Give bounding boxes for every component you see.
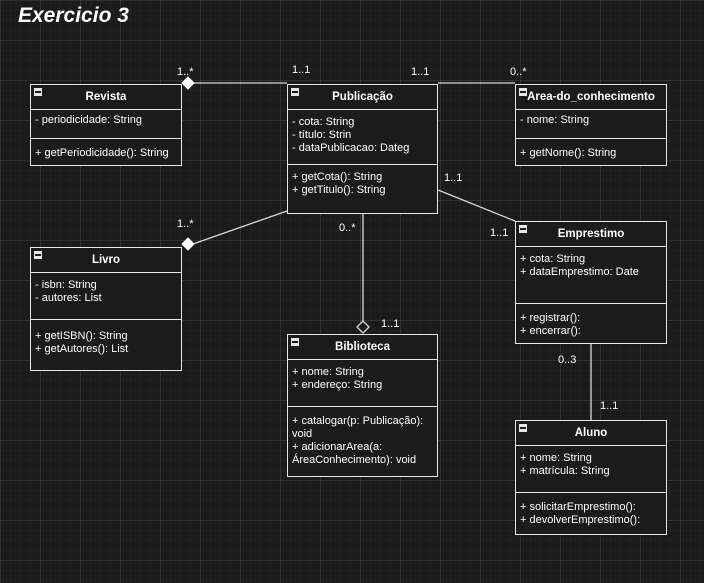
collapse-icon[interactable] bbox=[519, 225, 527, 233]
class-header: Emprestimo bbox=[516, 222, 666, 247]
class-header: Livro bbox=[31, 248, 181, 273]
edge-livro-publicacao bbox=[192, 210, 288, 245]
method: + getPeriodicidade(): String bbox=[35, 147, 169, 159]
class-publicacao[interactable]: Publicação - cota: String - título: Stri… bbox=[287, 84, 438, 214]
attribute: - isbn: String bbox=[35, 279, 97, 291]
class-emprestimo[interactable]: Emprestimo + cota: String + dataEmpresti… bbox=[515, 221, 667, 344]
collapse-icon[interactable] bbox=[519, 424, 527, 432]
class-header: Aluno bbox=[516, 421, 666, 446]
multiplicity-label: 1..1 bbox=[444, 172, 463, 184]
class-header: Area-do_conhecimento bbox=[516, 85, 666, 110]
class-name: Emprestimo bbox=[557, 228, 625, 240]
attribute: + nome: String bbox=[520, 452, 592, 464]
methods-section: + getCota(): String + getTitulo(): Strin… bbox=[288, 165, 437, 201]
methods-section: + registrar(): + encerrar(): bbox=[516, 304, 666, 342]
attributes-section: - cota: String - título: Strin - dataPub… bbox=[288, 110, 437, 165]
class-name: Publicação bbox=[332, 91, 393, 103]
class-revista[interactable]: Revista - periodicidade: String + getPer… bbox=[30, 84, 182, 166]
multiplicity-label: 1..1 bbox=[490, 227, 509, 239]
multiplicity-label: 1..1 bbox=[381, 318, 400, 330]
method: + getAutores(): List bbox=[35, 343, 129, 355]
attributes-section: - isbn: String - autores: List bbox=[31, 273, 181, 320]
class-header: Biblioteca bbox=[288, 335, 437, 360]
class-header: Revista bbox=[31, 85, 181, 110]
attributes-section: + nome: String + matrícula: String bbox=[516, 446, 666, 493]
composition-diamond-revista bbox=[181, 76, 195, 90]
methods-section: + solicitarEmprestimo(): + devolverEmpre… bbox=[516, 493, 666, 531]
collapse-icon[interactable] bbox=[519, 88, 527, 96]
class-name: Livro bbox=[91, 254, 121, 266]
method: + getTitulo(): String bbox=[292, 184, 386, 196]
attribute: + dataEmprestimo: Date bbox=[520, 266, 639, 278]
method: + getISBN(): String bbox=[35, 330, 128, 342]
method: + getNome(): String bbox=[520, 147, 617, 159]
attribute: - nome: String bbox=[520, 114, 590, 126]
attribute: + endereço: String bbox=[292, 379, 383, 391]
collapse-icon[interactable] bbox=[34, 88, 42, 96]
attribute: - cota: String bbox=[292, 116, 355, 128]
multiplicity-label: 0..* bbox=[510, 66, 527, 78]
attribute: + nome: String bbox=[292, 366, 364, 378]
methods-section: + getPeriodicidade(): String bbox=[31, 139, 181, 164]
class-name: Area-do_conhecimento bbox=[527, 91, 655, 103]
method: + adicionarArea(a: ÁreaConhecimento): vo… bbox=[292, 441, 417, 466]
method: + encerrar(): bbox=[520, 325, 581, 337]
multiplicity-label: 1..* bbox=[177, 218, 194, 230]
composition-diamond-livro bbox=[181, 237, 195, 251]
diagram-title: Exercicio 3 bbox=[18, 4, 129, 27]
multiplicity-label: 1..1 bbox=[411, 66, 430, 78]
attribute: + cota: String bbox=[520, 253, 586, 265]
class-aluno[interactable]: Aluno + nome: String + matrícula: String… bbox=[515, 420, 667, 535]
method: + devolverEmprestimo(): bbox=[520, 514, 641, 526]
class-name: Biblioteca bbox=[335, 341, 390, 353]
attributes-section: - periodicidade: String bbox=[31, 110, 181, 139]
attribute: - autores: List bbox=[35, 292, 102, 304]
methods-section: + getNome(): String bbox=[516, 139, 666, 164]
methods-section: + getISBN(): String + getAutores(): List bbox=[31, 320, 181, 360]
multiplicity-label: 1..1 bbox=[292, 64, 311, 76]
method: + registrar(): bbox=[520, 312, 581, 324]
attributes-section: + nome: String + endereço: String bbox=[288, 360, 437, 407]
class-biblioteca[interactable]: Biblioteca + nome: String + endereço: St… bbox=[287, 334, 438, 477]
collapse-icon[interactable] bbox=[291, 88, 299, 96]
multiplicity-label: 0..3 bbox=[558, 354, 577, 366]
attribute: - periodicidade: String bbox=[35, 114, 143, 126]
class-name: Revista bbox=[85, 91, 127, 103]
class-header: Publicação bbox=[288, 85, 437, 110]
attribute: - título: Strin bbox=[292, 129, 352, 141]
multiplicity-label: 1..1 bbox=[600, 400, 619, 412]
methods-section: + catalogar(p: Publicação): void + adici… bbox=[288, 407, 437, 471]
aggregation-diamond-biblioteca bbox=[356, 320, 370, 334]
attributes-section: + cota: String + dataEmprestimo: Date bbox=[516, 247, 666, 304]
edge-publicacao-emprestimo bbox=[437, 189, 516, 222]
attributes-section: - nome: String bbox=[516, 110, 666, 139]
method: + catalogar(p: Publicação): void bbox=[292, 415, 424, 440]
collapse-icon[interactable] bbox=[34, 251, 42, 259]
method: + getCota(): String bbox=[292, 171, 383, 183]
class-name: Aluno bbox=[574, 427, 608, 439]
attribute: - dataPublicacao: Dateg bbox=[292, 142, 410, 154]
multiplicity-label: 1..* bbox=[177, 66, 194, 78]
method: + solicitarEmprestimo(): bbox=[520, 501, 636, 513]
attribute: + matrícula: String bbox=[520, 465, 610, 477]
multiplicity-label: 0..* bbox=[339, 222, 356, 234]
class-livro[interactable]: Livro - isbn: String - autores: List + g… bbox=[30, 247, 182, 371]
class-area-do-conhecimento[interactable]: Area-do_conhecimento - nome: String + ge… bbox=[515, 84, 667, 166]
collapse-icon[interactable] bbox=[291, 338, 299, 346]
